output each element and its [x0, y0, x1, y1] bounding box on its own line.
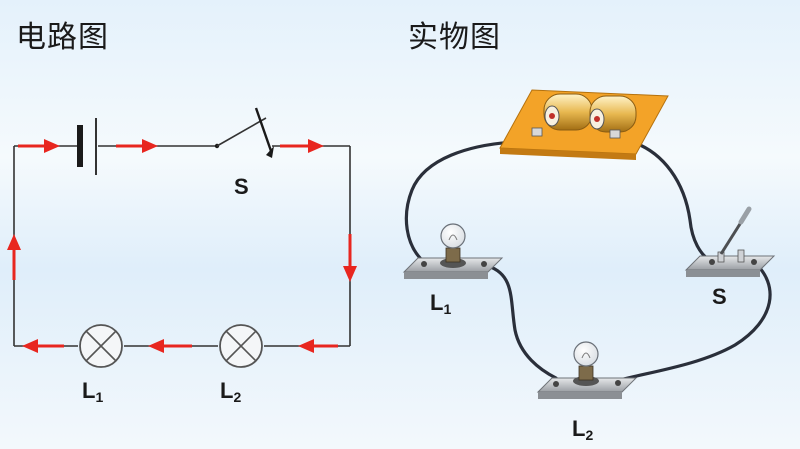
- schematic-wires: [13, 145, 351, 347]
- current-arrows: [7, 139, 357, 353]
- switch-label-physical: S: [712, 284, 727, 309]
- lamp1-label-schematic: L1: [82, 378, 104, 405]
- battery-holder: [499, 89, 669, 160]
- switch-label-schematic: S: [234, 174, 249, 199]
- lamp-l2-physical: [536, 341, 638, 399]
- physical-diagram-title: 实物图: [408, 20, 501, 55]
- arrow-right-1: [18, 139, 60, 153]
- battery-symbol: [77, 118, 97, 175]
- physical-wires: [404, 138, 772, 382]
- switch-physical: [684, 206, 776, 277]
- arrow-left-3: [22, 339, 64, 353]
- switch-symbol: [214, 107, 274, 158]
- schematic-circuit: [7, 107, 357, 368]
- lamp1-label-physical: L1: [430, 290, 452, 317]
- arrow-down: [343, 234, 357, 282]
- lamp-symbol-l1: [79, 324, 123, 368]
- arrow-right-3: [280, 139, 324, 153]
- arrow-left-1: [298, 339, 338, 353]
- arrow-right-2: [116, 139, 158, 153]
- arrow-left-2: [148, 339, 192, 353]
- lamp2-label-schematic: L2: [220, 378, 242, 405]
- lamp-l1-physical: [402, 223, 504, 279]
- lamp2-label-physical: L2: [572, 416, 594, 443]
- arrow-up: [7, 234, 21, 280]
- circuit-diagram-title: 电路图: [16, 20, 109, 55]
- lamp-symbol-l2: [219, 324, 263, 368]
- physical-circuit: [402, 89, 776, 399]
